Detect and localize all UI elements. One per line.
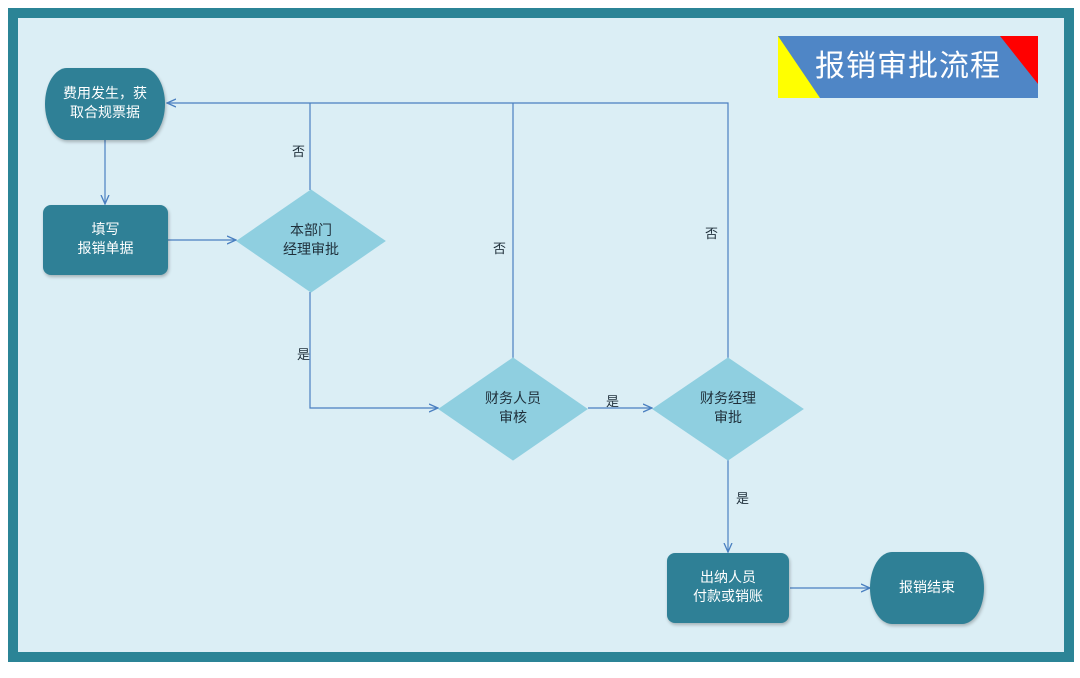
diagram-frame — [8, 8, 1074, 662]
dept-yes-label: 是 — [297, 348, 311, 363]
manager-yes-label: 是 — [736, 492, 750, 507]
finance-manager-label: 财务经理 审批 — [700, 391, 756, 426]
diagram-title: 报销审批流程 — [815, 49, 1001, 84]
manager-no-label: 否 — [705, 227, 719, 242]
end-node: 报销结束 — [870, 552, 984, 624]
edge-dept-yes — [309, 292, 438, 408]
dept-approval-label: 本部门 经理审批 — [283, 223, 339, 258]
review-yes-label: 是 — [606, 395, 620, 410]
dept-no-label: 否 — [292, 145, 306, 160]
title-corner-decoration — [778, 36, 1038, 98]
cashier-node: 出纳人员 付款或销账 — [667, 553, 789, 623]
fill-form-node: 填写 报销单据 — [43, 205, 168, 275]
finance-review-label: 财务人员 审核 — [485, 391, 541, 426]
edge-return-top — [167, 103, 729, 358]
title-banner: 报销审批流程 — [778, 36, 1038, 98]
finance-review-diamond — [438, 357, 588, 461]
finance-manager-diamond — [652, 357, 804, 461]
dept-approval-diamond — [236, 189, 386, 293]
start-node: 费用发生，获 取合规票据 — [45, 68, 165, 140]
review-no-label: 否 — [493, 242, 507, 257]
